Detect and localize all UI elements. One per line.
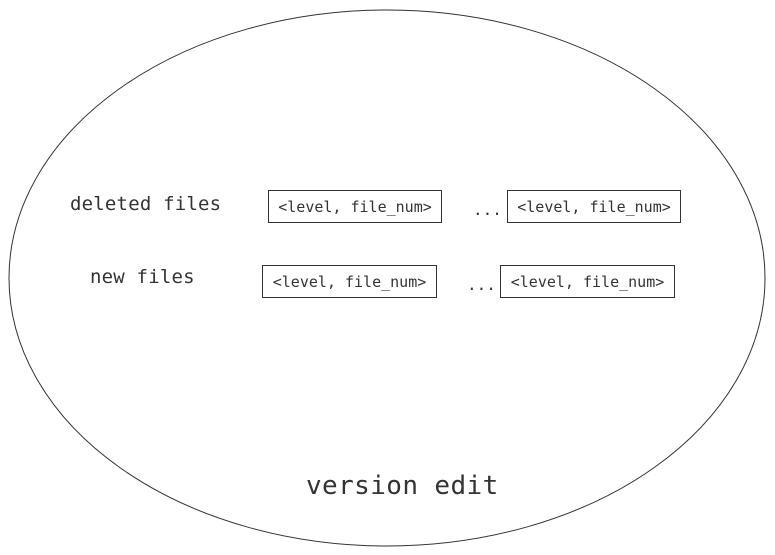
new-files-label: new files [90, 266, 195, 288]
new-ellipsis: ... [467, 275, 496, 294]
version-edit-ellipse [8, 9, 766, 547]
deleted-ellipsis: ... [473, 200, 502, 219]
diagram-title: version edit [306, 471, 499, 501]
new-entry-last: <level, file_num> [500, 265, 675, 298]
new-entry-first: <level, file_num> [262, 265, 437, 298]
deleted-files-label: deleted files [70, 193, 222, 215]
deleted-entry-last: <level, file_num> [507, 190, 681, 223]
deleted-entry-first: <level, file_num> [268, 190, 442, 223]
